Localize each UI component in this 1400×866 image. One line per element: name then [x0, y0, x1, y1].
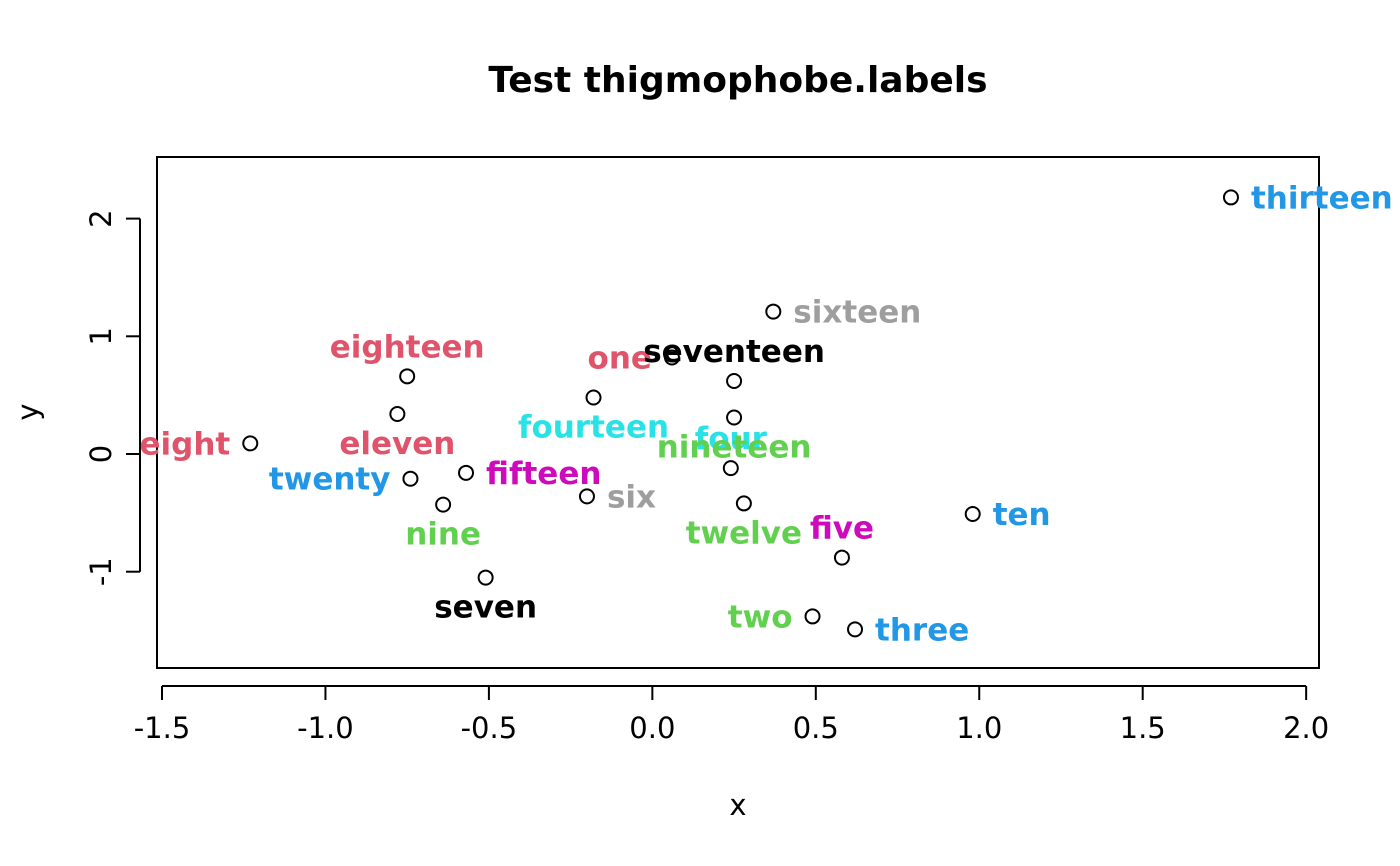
data-point-thirteen — [1222, 189, 1239, 206]
data-point-five — [833, 549, 850, 566]
point-label-four: four — [695, 421, 768, 457]
data-point-twenty — [402, 470, 419, 487]
y-axis-label: y — [11, 403, 45, 420]
data-point-two — [804, 608, 821, 625]
data-point-four — [722, 460, 739, 477]
point-label-eleven: eleven — [339, 426, 455, 462]
chart-title: Test thigmophobe.labels — [488, 60, 987, 101]
point-label-twenty: twenty — [269, 462, 391, 498]
data-point-nineteen — [726, 409, 743, 426]
point-label-seventeen: seventeen — [643, 334, 825, 370]
point-label-one: one — [588, 340, 652, 376]
plot-frame — [156, 156, 1320, 669]
point-label-seven: seven — [434, 590, 537, 626]
point-label-eighteen: eighteen — [330, 329, 485, 365]
point-labels: one two three four five six seven eight nine ten e… — [140, 180, 1393, 648]
point-label-twelve: twelve — [686, 515, 802, 551]
point-label-nine: nine — [405, 517, 481, 553]
point-label-thirteen: thirteen — [1251, 180, 1393, 216]
x-tick-label: -1.5 — [134, 711, 191, 745]
data-point-eighteen — [399, 368, 416, 385]
x-tick-label: -0.5 — [461, 711, 518, 745]
point-label-three: three — [875, 612, 969, 648]
point-label-fifteen: fifteen — [486, 456, 601, 492]
data-point-sixteen — [765, 303, 782, 320]
point-label-five: five — [810, 511, 874, 547]
x-axis-label: x — [729, 788, 746, 822]
point-label-fourteen: fourteen — [518, 410, 669, 446]
data-point-fifteen — [458, 464, 475, 481]
y-axis: -1 0 1 2 — [84, 209, 141, 586]
data-point-fourteen — [585, 389, 602, 406]
x-tick-label: 0.5 — [793, 711, 839, 745]
y-tick-label: 0 — [84, 445, 118, 463]
data-point-seven — [477, 569, 494, 586]
y-tick-label: -1 — [84, 557, 118, 586]
x-tick-label: 1.5 — [1120, 711, 1166, 745]
data-point-eight — [242, 435, 259, 452]
point-label-ten: ten — [993, 497, 1051, 533]
x-tick-label: 2.0 — [1283, 711, 1329, 745]
x-axis: -1.5 -1.0 -0.5 0.0 0.5 1.0 1.5 2.0 — [134, 685, 1329, 745]
x-tick-label: 1.0 — [956, 711, 1002, 745]
point-label-eight: eight — [140, 426, 231, 462]
data-point-six — [578, 488, 595, 505]
point-label-six: six — [607, 479, 656, 515]
point-label-two: two — [728, 599, 793, 635]
y-tick-label: 2 — [84, 209, 118, 227]
data-point-three — [847, 621, 864, 638]
data-points — [242, 189, 1239, 638]
data-point-twelve — [735, 495, 752, 512]
data-point-seventeen — [726, 373, 743, 390]
x-tick-label: -1.0 — [297, 711, 354, 745]
x-tick-label: 0.0 — [629, 711, 675, 745]
data-point-nine — [435, 496, 452, 513]
point-label-sixteen: sixteen — [793, 295, 921, 331]
data-point-ten — [964, 506, 981, 523]
point-label-nineteen: nineteen — [657, 430, 812, 466]
y-tick-label: 1 — [84, 327, 118, 345]
data-point-one — [663, 349, 680, 366]
data-point-eleven — [389, 405, 406, 422]
